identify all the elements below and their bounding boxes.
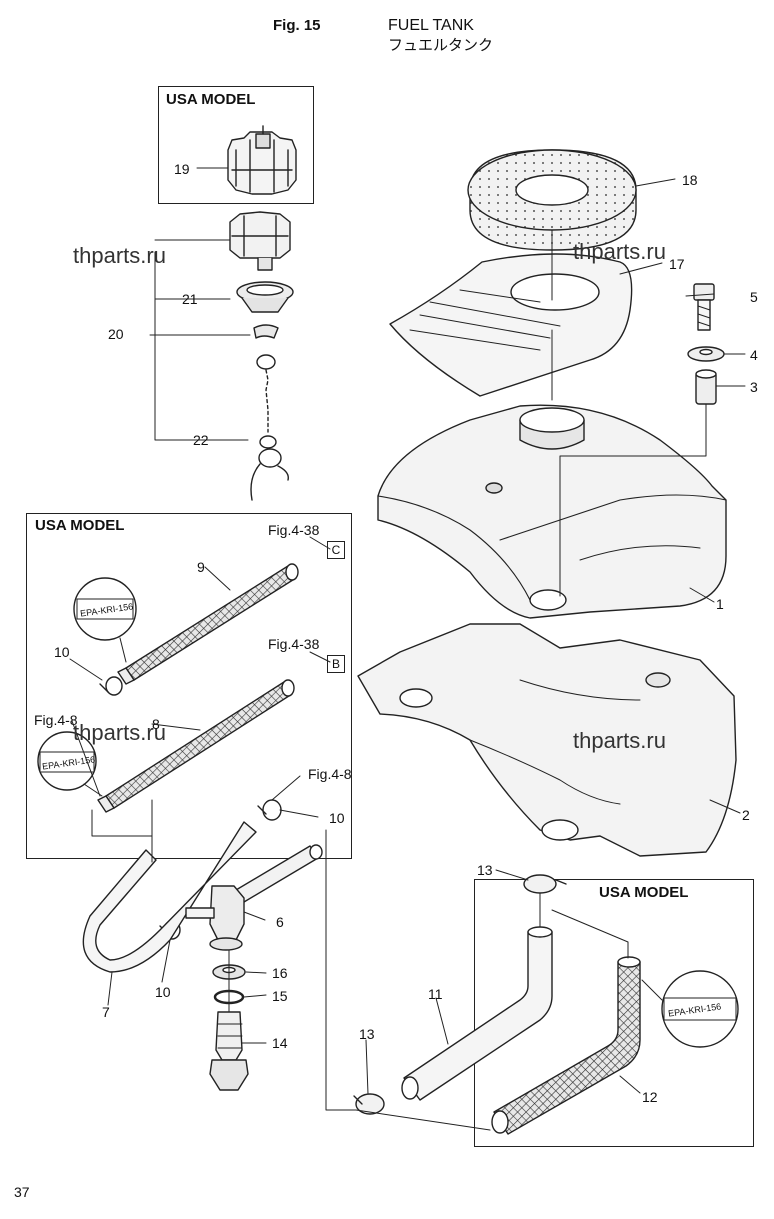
usa-model-cap-box <box>158 86 314 204</box>
part-number-16: 16 <box>272 965 288 981</box>
figure-label: Fig. 15 <box>273 17 321 34</box>
fuel-cap-part-20 <box>229 211 291 271</box>
fuel-cock-part-6 <box>185 844 323 951</box>
filter-foam-part-18 <box>467 149 637 251</box>
part-number-17: 17 <box>669 256 685 272</box>
part-number-6: 6 <box>276 914 284 930</box>
part-number-19: 19 <box>174 161 190 177</box>
clamp-part-13-lower <box>353 1093 385 1115</box>
watermark-2: thparts.ru <box>573 239 666 264</box>
part-number-1: 1 <box>716 596 724 612</box>
fuel-cap-usa-part-19 <box>227 125 297 195</box>
ref-box-c: C <box>327 541 345 559</box>
usa-model-hoses-box <box>26 513 352 859</box>
clamp-part-10-right <box>257 799 282 821</box>
part-number-10-right: 10 <box>329 810 345 826</box>
part-number-8: 8 <box>152 716 160 732</box>
washer-part-4 <box>687 346 725 362</box>
leader-lines <box>69 167 746 1095</box>
strainer-part-14 <box>209 1011 249 1091</box>
part-number-22: 22 <box>193 432 209 448</box>
collar-part-3 <box>695 369 717 405</box>
usa-model-hose12-box <box>474 879 754 1147</box>
part-number-11: 11 <box>428 986 443 1002</box>
u-hose-part-7 <box>82 821 257 973</box>
tank-guard-part-2 <box>357 623 737 857</box>
part-number-9: 9 <box>197 559 205 575</box>
watermark-4: thparts.ru <box>573 728 666 753</box>
part-number-5: 5 <box>750 289 758 305</box>
part-number-20: 20 <box>108 326 124 342</box>
epa-tag-3 <box>641 970 739 1048</box>
part-number-3: 3 <box>750 379 758 395</box>
bolt-part-5 <box>693 283 715 331</box>
part-number-2: 2 <box>742 807 750 823</box>
part-number-21: 21 <box>182 291 198 307</box>
clamp-part-13-upper <box>523 874 567 931</box>
part-number-4: 4 <box>750 347 758 363</box>
fuel-hose-usa-part-9 <box>117 563 299 685</box>
clamp-part-10-upper <box>99 676 123 696</box>
ref-fig-4-8-left: Fig.4-8 <box>34 712 78 728</box>
part-number-18: 18 <box>682 172 698 188</box>
part-number-12: 12 <box>642 1089 658 1105</box>
gasket-part-21 <box>236 281 294 313</box>
fuel-hose-part-11 <box>401 926 553 1101</box>
ref-fig-4-8-right: Fig.4-8 <box>308 766 352 782</box>
figure-title: FUEL TANK <box>388 17 474 34</box>
ref-fig-4-38-b: Fig.4-38 <box>268 636 320 652</box>
usa-model-hoses-box-title: USA MODEL <box>35 517 125 534</box>
ref-box-b: B <box>327 655 345 673</box>
part-number-7: 7 <box>102 1004 110 1020</box>
part-number-10-upper: 10 <box>54 644 70 660</box>
fuel-hose-usa-part-12 <box>491 956 641 1135</box>
epa-tag-1 <box>73 577 137 663</box>
usa-model-hose12-box-title: USA MODEL <box>599 884 689 901</box>
fuel-tank-part-1 <box>377 404 727 619</box>
part-number-14: 14 <box>272 1035 288 1051</box>
usa-model-cap-box-title: USA MODEL <box>166 91 256 108</box>
chain-part-22 <box>250 324 289 501</box>
page-number: 37 <box>14 1184 30 1200</box>
part-number-13-upper: 13 <box>477 862 493 878</box>
part-number-13-lower: 13 <box>359 1026 375 1042</box>
fuel-hose-part-8 <box>97 679 295 813</box>
tank-sheet-part-17 <box>389 253 633 397</box>
watermark-1: thparts.ru <box>73 243 166 268</box>
part-number-15: 15 <box>272 988 288 1004</box>
part-number-10-lower: 10 <box>155 984 171 1000</box>
figure-title-japanese: フュエルタンク <box>388 37 494 54</box>
ref-fig-4-38-c: Fig.4-38 <box>268 522 320 538</box>
watermark-3: thparts.ru <box>73 720 166 745</box>
